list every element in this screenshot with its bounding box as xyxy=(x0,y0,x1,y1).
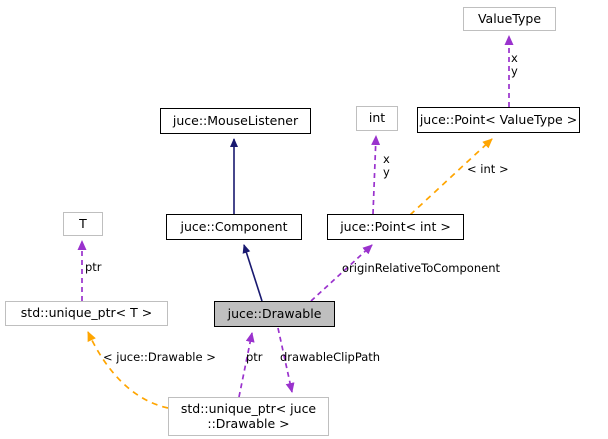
node-juce-drawable[interactable]: juce::Drawable xyxy=(214,301,335,327)
node-valuetype[interactable]: ValueType xyxy=(463,7,556,31)
node-std-unique-ptr-t-label: std::unique_ptr< T > xyxy=(20,305,153,321)
node-juce-point-int[interactable]: juce::Point< int > xyxy=(327,214,464,240)
edge-label-juce-drawable-template: < juce::Drawable > xyxy=(103,350,216,364)
node-juce-mouselistener[interactable]: juce::MouseListener xyxy=(160,108,311,134)
edge-uniqueptrdrawable-uniqueptrt xyxy=(87,331,169,409)
node-int-label: int xyxy=(368,110,386,126)
node-juce-point-valuetype[interactable]: juce::Point< ValueType > xyxy=(417,107,580,133)
node-juce-drawable-label: juce::Drawable xyxy=(227,305,322,321)
edge-drawable-component xyxy=(242,244,263,302)
node-juce-point-int-label: juce::Point< int > xyxy=(340,218,451,234)
node-t-label: T xyxy=(79,215,87,231)
node-std-unique-ptr-juce-drawable-label: std::unique_ptr< juce ::Drawable > xyxy=(180,401,317,431)
edge-pointint-int xyxy=(371,135,381,215)
node-int[interactable]: int xyxy=(356,106,398,131)
edge-label-pointvaluetype-xy: x y xyxy=(511,51,518,78)
edge-pointint-pointvaluetype xyxy=(409,138,493,216)
node-std-unique-ptr-juce-drawable[interactable]: std::unique_ptr< juce ::Drawable > xyxy=(168,397,329,436)
edge-label-origin-relative-to-component: originRelativeToComponent xyxy=(342,261,500,275)
node-std-unique-ptr-t[interactable]: std::unique_ptr< T > xyxy=(5,301,168,326)
node-juce-mouselistener-label: juce::MouseListener xyxy=(172,112,299,128)
edge-label-ptr-t: ptr xyxy=(85,260,102,274)
node-valuetype-label: ValueType xyxy=(477,10,542,26)
edge-label-ptr-drawable: ptr xyxy=(246,350,263,364)
node-t[interactable]: T xyxy=(63,212,103,236)
edge-label-drawable-clip-path: drawableClipPath xyxy=(280,350,381,364)
node-juce-point-valuetype-label: juce::Point< ValueType > xyxy=(419,111,578,127)
edge-label-int-template: < int > xyxy=(467,162,509,176)
node-juce-component[interactable]: juce::Component xyxy=(166,214,302,240)
edge-uniqueptrdrawable-drawable xyxy=(238,332,255,398)
node-juce-component-label: juce::Component xyxy=(180,218,288,234)
edge-drawable-uniqueptrdrawable xyxy=(277,327,295,393)
edge-drawable-pointint xyxy=(310,244,373,302)
edge-label-pointint-xy: x y xyxy=(383,152,390,179)
